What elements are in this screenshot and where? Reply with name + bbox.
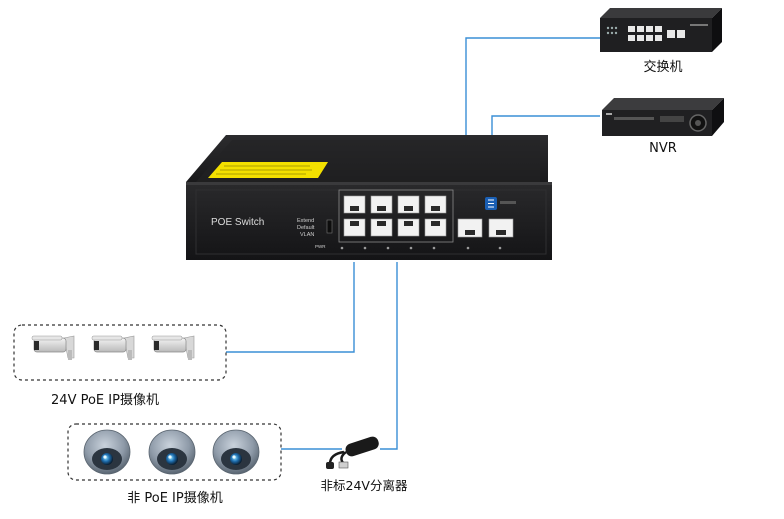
bullet-camera-icon: [91, 335, 135, 360]
injector-label: 非标24V分离器: [321, 478, 408, 493]
nvr-recorder-icon: [602, 98, 724, 136]
link-switch-to-poe-cams: [226, 262, 355, 353]
poe-cameras-label: 24V PoE IP摄像机: [51, 393, 159, 408]
mode-label-extend: Extend: [297, 218, 314, 224]
dome-camera-icon: [83, 429, 131, 475]
poe-splitter-icon: [326, 436, 379, 469]
bullet-camera-group: [31, 335, 195, 360]
dome-camera-group: [83, 429, 260, 475]
dome-camera-icon: [212, 429, 260, 475]
rj45-ports: [343, 195, 514, 238]
dome-camera-icon: [148, 429, 196, 475]
switch-name: POE Switch: [211, 217, 264, 228]
pwr-label: PWR: [315, 244, 326, 249]
bullet-camera-icon: [151, 335, 195, 360]
nonpoe-cameras-label: 非 PoE IP摄像机: [127, 491, 222, 506]
nvr-label: NVR: [649, 141, 677, 156]
link-switch-to-top-switch: [465, 37, 600, 135]
network-switch-icon: [600, 8, 722, 52]
poe-switch-device: POE Switch Extend Default VLAN PWR: [186, 135, 552, 260]
bullet-camera-icon: [31, 335, 75, 360]
mode-label-vlan: VLAN: [300, 232, 314, 238]
connection-lines: [226, 37, 600, 450]
link-switch-to-nvr: [491, 115, 600, 140]
mode-label-default: Default: [297, 225, 315, 231]
poe-cameras-box: [13, 324, 227, 381]
top-switch-label: 交换机: [643, 59, 682, 75]
link-switch-to-injector: [380, 262, 398, 450]
nonpoe-cameras-box: [67, 423, 282, 481]
